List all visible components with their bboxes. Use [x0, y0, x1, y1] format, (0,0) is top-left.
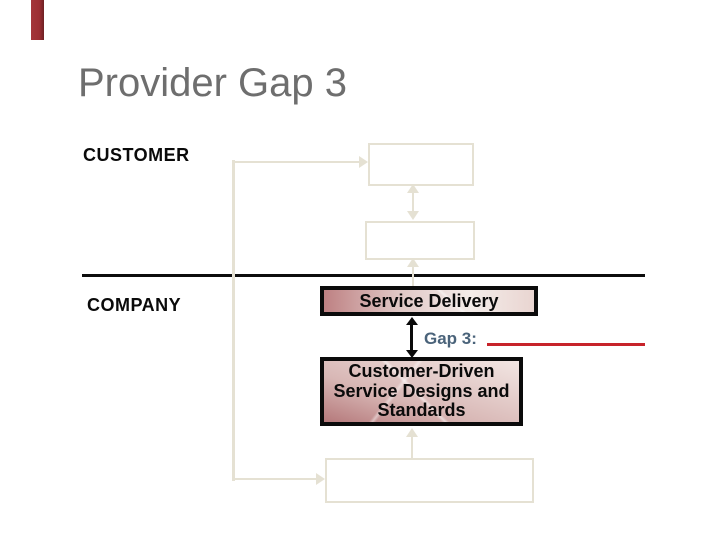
customer-driven-line-2: Service Designs and [333, 380, 510, 401]
gap3-double-arrow-up-head-icon [405, 317, 418, 325]
faded-arrow-bottom-to-standards-shaft [410, 435, 413, 458]
left-connector-trunk [232, 160, 235, 481]
faded-double-arrow-up-head-icon [407, 184, 419, 193]
left-connector-top-branch [232, 160, 360, 163]
customer-driven-line-1: Customer-Driven [348, 361, 495, 382]
service-delivery-label: Service Delivery [359, 290, 499, 311]
gap3-red-line [487, 343, 645, 346]
gap3-double-arrow-down-head-icon [405, 350, 418, 358]
faded-arrow-bottom-to-standards-head-icon [406, 428, 418, 437]
faded-double-arrow-down-head-icon [407, 211, 419, 220]
customer-driven-standards-label: Customer-Driven Service Designs and Stan… [333, 362, 509, 421]
left-connector-bottom-branch [232, 477, 317, 480]
left-connector-top-arrowhead-icon [359, 155, 368, 168]
accent-bar [31, 0, 44, 40]
customer-company-divider [82, 274, 645, 277]
customer-driven-standards-box: Customer-Driven Service Designs and Stan… [320, 357, 523, 426]
service-delivery-box: Service Delivery [320, 286, 538, 316]
left-connector-bottom-arrowhead-icon [316, 472, 325, 485]
faded-box-bottom [325, 458, 534, 503]
customer-section-label: CUSTOMER [83, 145, 190, 165]
gap3-double-arrow-shaft [410, 324, 413, 351]
gap3-label: Gap 3: [424, 329, 477, 348]
company-section-label: COMPANY [87, 295, 182, 315]
faded-box-middle [365, 221, 475, 260]
faded-arrow-service-to-middle-head-icon [407, 258, 419, 267]
faded-box-top [368, 143, 474, 186]
customer-driven-line-3: Standards [377, 400, 466, 421]
slide-title: Provider Gap 3 [78, 61, 348, 105]
faded-arrow-service-to-middle-shaft [411, 264, 414, 286]
faded-double-arrow-shaft [411, 190, 414, 214]
